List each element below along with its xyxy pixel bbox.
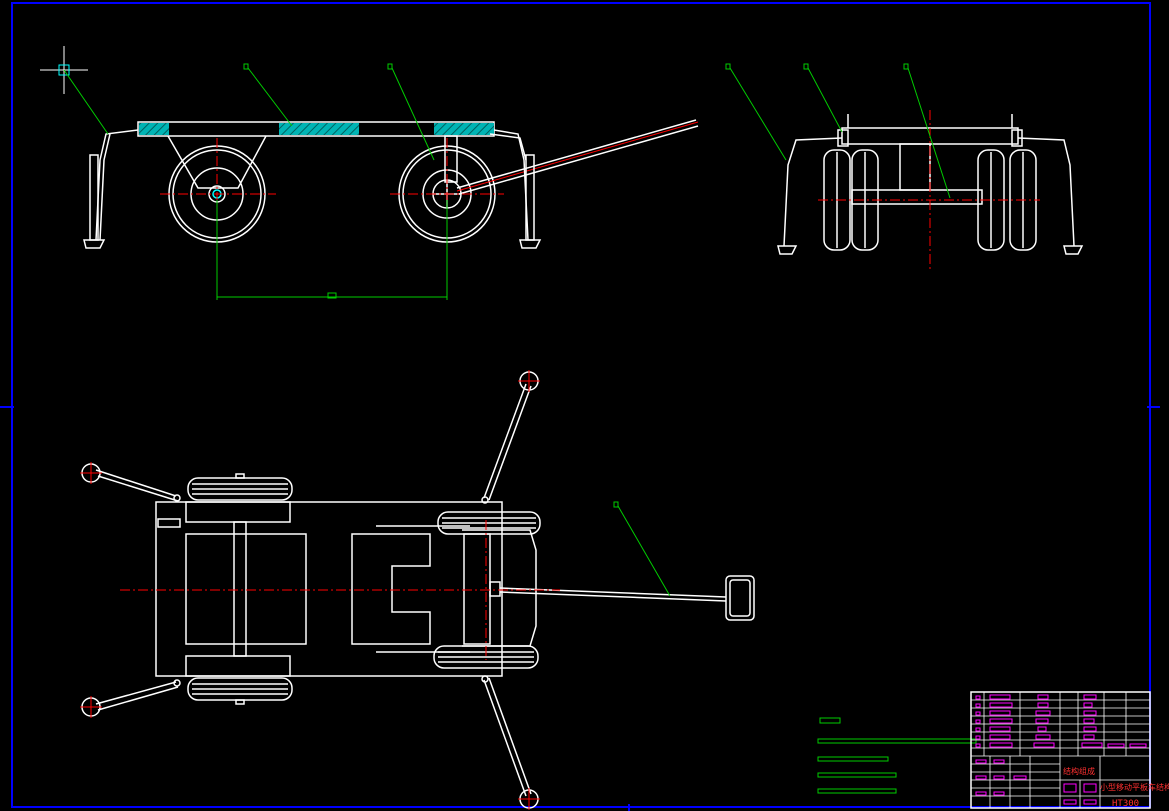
plan-tow-bar — [489, 575, 755, 621]
title-block: 结构组成 小型移动平板车结构图 HT300 — [970, 691, 1169, 809]
plan-view-leader — [613, 501, 671, 597]
titleblock-note-label: 结构组成 — [1063, 766, 1095, 776]
deck-hatch-left — [139, 123, 169, 135]
technical-notes-block — [817, 717, 977, 794]
plan-wheel-rear-bottom — [187, 677, 293, 705]
side-elevation-view — [63, 63, 699, 300]
titleblock-drawing-code: HT300 — [1112, 799, 1139, 809]
plan-wheel-rear-top — [187, 473, 293, 501]
side-view-leaders — [63, 63, 435, 161]
deck-hatch-right — [434, 123, 494, 135]
plan-chassis-frame — [155, 501, 503, 677]
plan-view — [80, 370, 755, 810]
drawing-frame-border — [11, 2, 1151, 808]
deck-hatch-middle — [279, 123, 359, 135]
wheelbase-dimension — [216, 200, 448, 300]
tow-handle-side — [456, 119, 699, 195]
support-leg-right — [489, 129, 542, 249]
support-leg-left — [83, 129, 139, 249]
end-elevation-view — [725, 63, 1084, 272]
titleblock-drawing-title: 小型移动平板车结构图 — [1100, 782, 1169, 792]
end-view-leaders — [725, 63, 951, 199]
side-view-centerlines — [160, 138, 504, 250]
plan-wheel-front-top — [437, 511, 541, 535]
